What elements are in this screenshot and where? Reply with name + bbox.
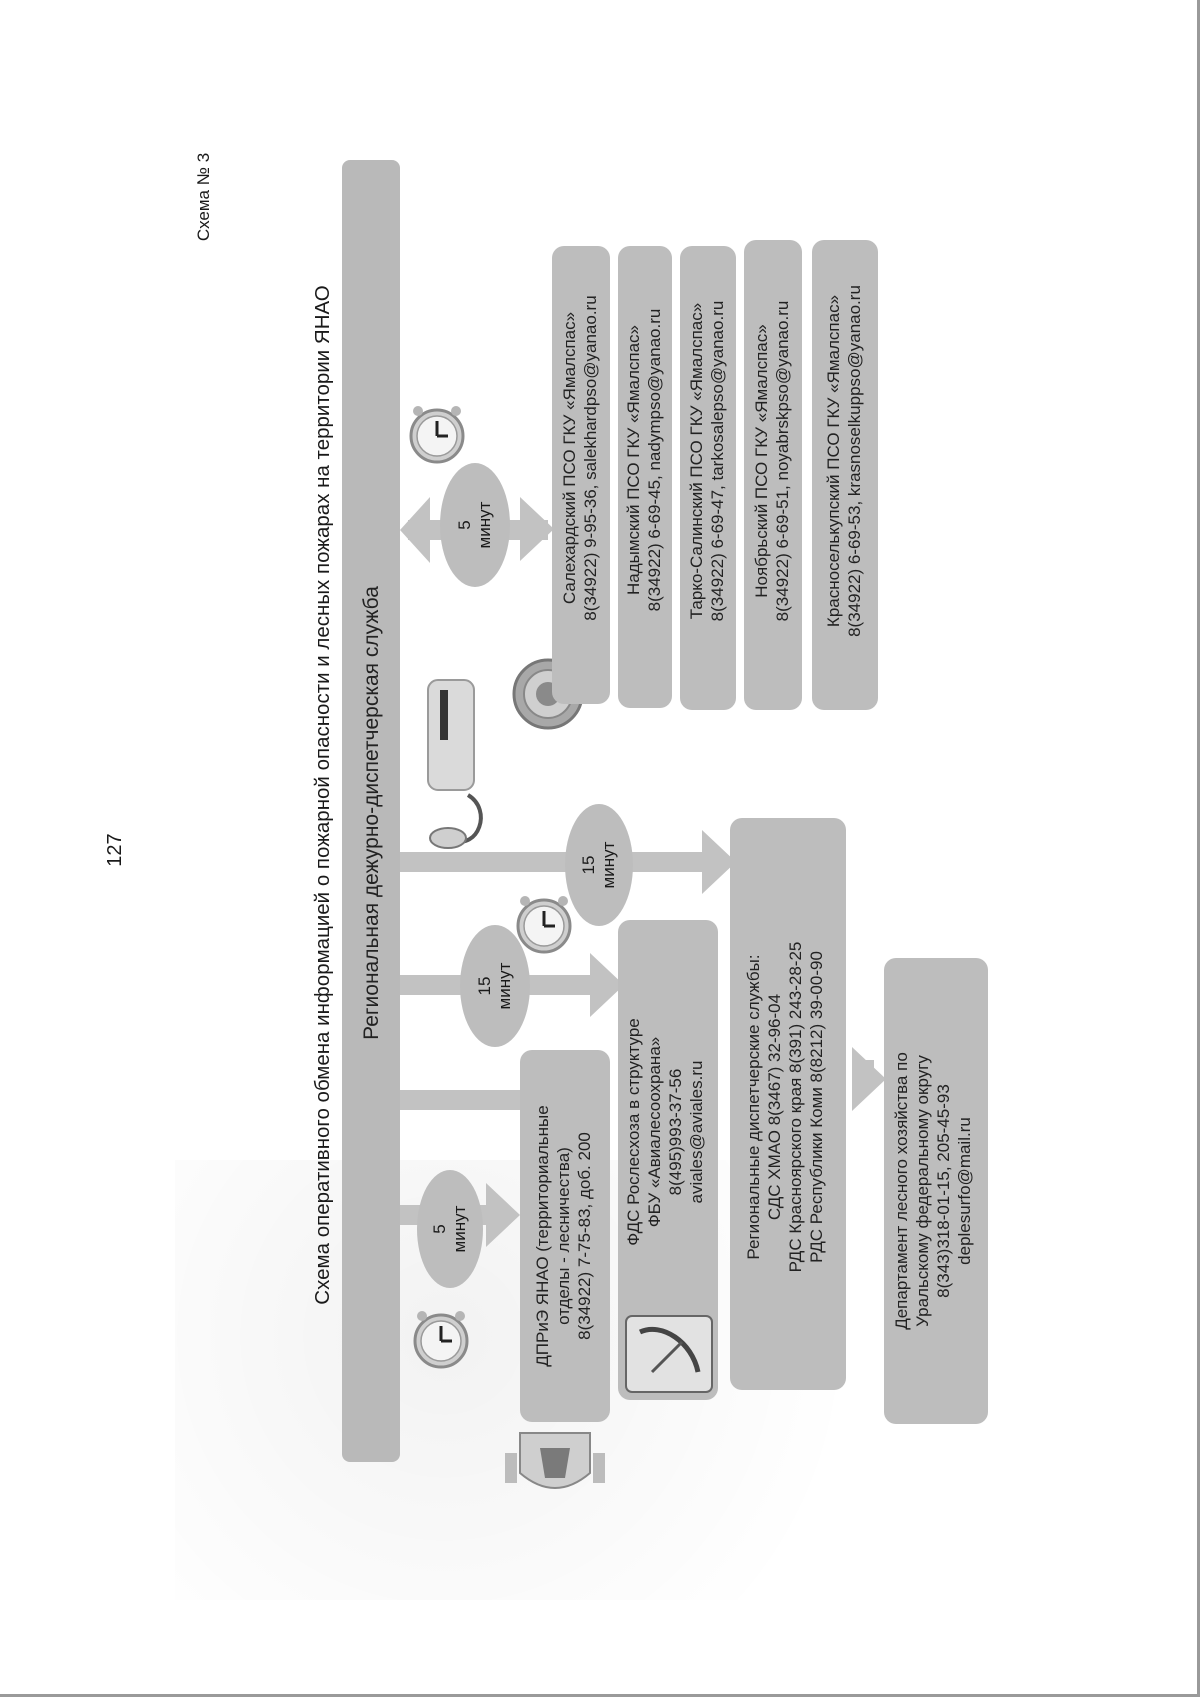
page-number: 127 [104,833,126,867]
pso-box-text: Надымский ПСО ГКУ «Ямалспас» 8(34922) 6-… [623,241,667,679]
pso-line1: Надымский ПСО ГКУ «Ямалспас» [624,325,643,596]
connector-dprie [400,1090,520,1110]
pso-box [744,240,802,710]
timer-2-label: 15 минут [475,936,515,1036]
timer-oval-3 [565,804,633,926]
box-fds-line1: ФДС Рослесхоза в структуре [624,1018,643,1246]
pso-box-text: Тарко-Салинский ПСО ГКУ «Ямалспас» 8(349… [686,242,730,680]
timer-4-value: 5 [455,520,474,530]
arrowhead-dept [852,1047,886,1111]
box-regional-line4: РДС Республики Коми 8(8212) 39-00-90 [807,951,826,1263]
rdds-bar [342,160,400,1462]
pso-box [812,240,878,710]
arrowhead-pso-left [400,497,430,563]
box-dept-line4: deplesurfo@mail.ru [955,1117,974,1265]
box-regional-text: Региональные диспетчерские службы: СДС Х… [743,874,833,1340]
yamal-emblem-icon [505,1432,605,1489]
pso-line1: Тарко-Салинский ПСО ГКУ «Ямалспас» [687,302,706,620]
box-dprie [520,1050,610,1422]
timer-4-unit: минут [475,501,494,549]
pso-line1: Ноябрьский ПСО ГКУ «Ямалспас» [752,324,771,598]
box-dept-line1: Департамент лесного хозяйства по [892,1052,911,1330]
box-regional-line3: РДС Красноярского края 8(391) 243-28-25 [786,941,805,1273]
box-dept [884,958,988,1424]
box-fds-line3: 8(495)993-37-56 [666,1068,685,1196]
timer-2-value: 15 [475,976,494,996]
pso-line2: 8(34922) 6-69-51, noyabrskpso@yanao.ru [773,300,792,622]
rdds-label: Региональная дежурно-диспетчерская служб… [360,586,383,1040]
avialesookhrana-emblem-icon [625,1315,713,1393]
box-regional-line1: Региональные диспетчерские службы: [744,954,763,1260]
box-dept-text: Департамент лесного хозяйства по Уральск… [891,1041,981,1341]
scheme-label: Схема № 3 [194,152,213,242]
box-dprie-line3: 8(34922) 7-75-83, доб. 200 [575,1132,594,1340]
timer-oval-1 [417,1170,483,1288]
pso-line2: 8(34922) 9-95-36, salekhardpso@yanao.ru [581,295,600,621]
pso-box [552,246,610,704]
pso-box-text: Ноябрьский ПСО ГКУ «Ямалспас» 8(34922) 6… [751,242,795,680]
timer-4-label: 5 минут [455,475,495,575]
box-regional [730,818,846,1390]
timer-1-value: 5 [430,1224,449,1234]
box-dprie-line2: отделы - лесничества) [554,1147,573,1325]
arrowhead-pso-right [520,497,554,561]
telephone-icon [427,679,483,849]
pso-line2: 8(34922) 6-69-45, nadympso@yanao.ru [645,308,664,612]
box-fds-line2: ФБУ «Авиалесоохрана» [645,1036,664,1228]
arrowhead-dprie [486,1183,520,1247]
timer-3-label: 15 минут [579,815,619,915]
timer-oval-2 [460,925,530,1047]
pso-line1: Салехардский ПСО ГКУ «Ямалспас» [560,311,579,605]
clock-icon [409,406,465,464]
timer-3-unit: минут [599,841,618,889]
box-fds-text: ФДС Рослесхоза в структуре ФБУ «Авиалесо… [623,982,713,1282]
pso-line1: Красноселькупский ПСО ГКУ «Ямалспас» [824,294,843,628]
box-dprie-text: ДПРиЭ ЯНАО (территориальные отделы - лес… [532,1050,598,1422]
timer-3-value: 15 [579,855,598,875]
pso-line2: 8(34922) 6-69-53, krasnoselkuppso@yanao.… [845,285,864,637]
box-dept-line2: Уральскому федеральному округу [913,1055,932,1327]
clock-icon [413,1311,469,1369]
pso-box [618,246,672,708]
pso-box-text: Салехардский ПСО ГКУ «Ямалспас» 8(34922)… [559,239,603,677]
page-title: Схема оперативного обмена информацией о … [311,285,334,1305]
box-regional-line2: СДС ХМАО 8(3467) 32-96-04 [765,993,784,1221]
timer-2-unit: минут [495,962,514,1010]
timer-oval-4 [440,463,510,587]
box-fds-line4: aviales@aviales.ru [687,1060,706,1204]
timer-1-label: 5 минут [430,1179,470,1279]
box-dept-line3: 8(343)318-01-15, 205-45-93 [934,1084,953,1298]
clock-icon [516,896,572,954]
connector-regional [400,852,718,872]
pso-line2: 8(34922) 6-69-47, tarkosalepso@yanao.ru [708,300,727,622]
pso-box [680,246,736,710]
pso-box-text: Красноселькупский ПСО ГКУ «Ямалспас» 8(3… [823,242,867,680]
box-dprie-line1: ДПРиЭ ЯНАО (территориальные [533,1105,552,1367]
timer-1-unit: минут [450,1205,469,1253]
